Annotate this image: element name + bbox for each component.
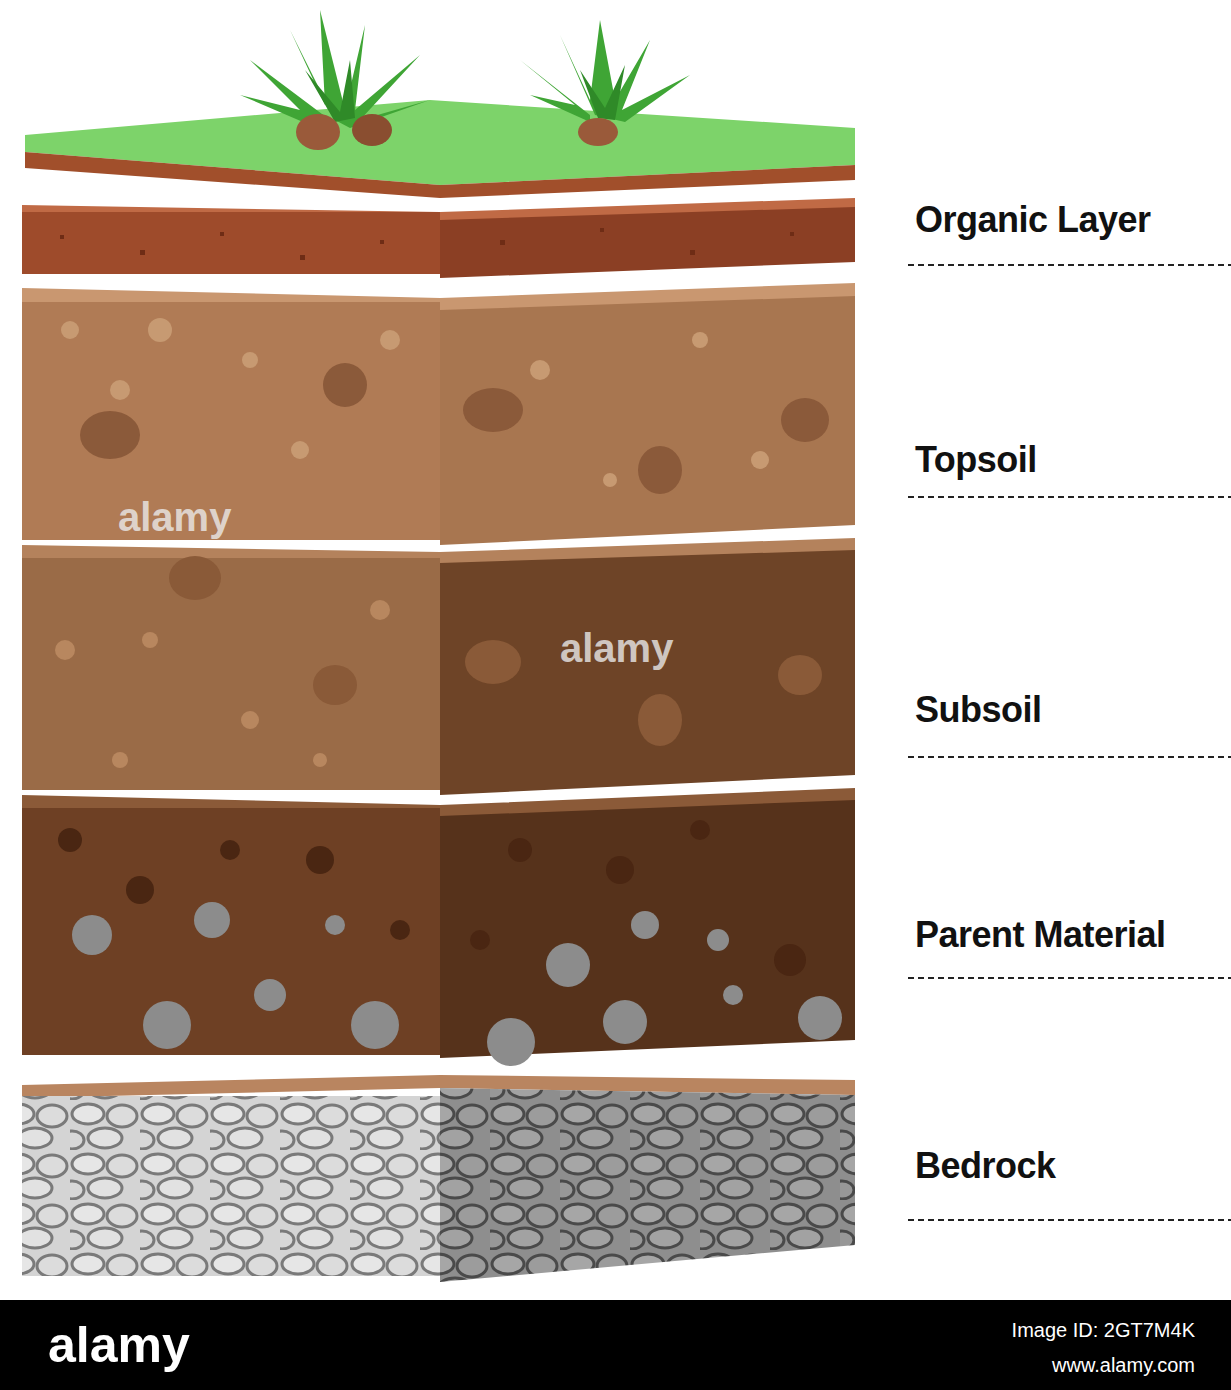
watermark: alamy <box>118 495 231 540</box>
layer-label: Organic Layer <box>915 199 1151 241</box>
layer-label: Topsoil <box>915 439 1037 481</box>
image-id: Image ID: 2GT7M4K <box>1012 1319 1195 1342</box>
watermark: alamy <box>560 626 673 671</box>
watermark-logo: alamy <box>48 1316 190 1374</box>
layer-label: Parent Material <box>915 914 1166 956</box>
layer-label: Bedrock <box>915 1145 1056 1187</box>
layer-label: Subsoil <box>915 689 1042 731</box>
watermark-url: www.alamy.com <box>1052 1354 1195 1377</box>
